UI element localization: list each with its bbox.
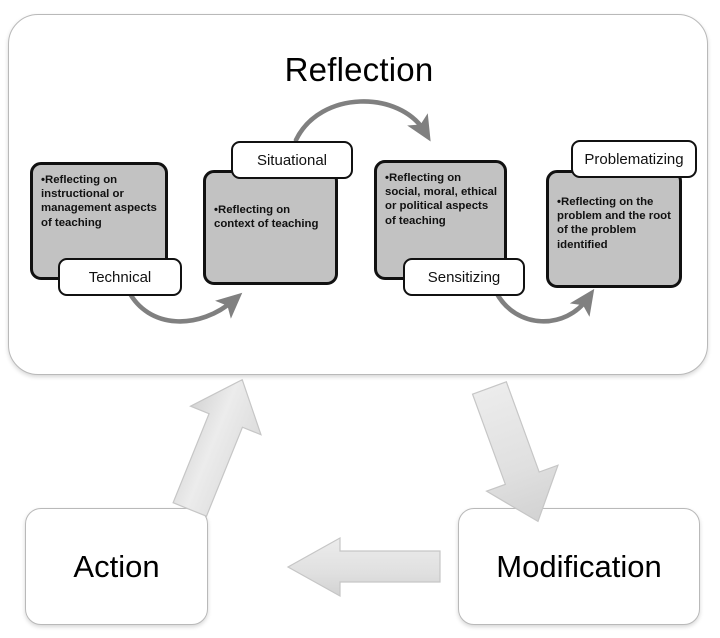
stage-label-sensitizing[interactable]: Sensitizing: [403, 258, 525, 296]
stage-description-situational: •Reflecting on context of teaching: [214, 204, 319, 231]
outcome-label-action: Action: [73, 548, 160, 584]
block-arrow-action-to-reflection: [172, 378, 262, 518]
stage-box-problematizing: •Reflecting on the problem and the root …: [546, 170, 682, 288]
page-title: Reflection: [284, 51, 434, 88]
stage-label-technical[interactable]: Technical: [58, 258, 182, 296]
stage-label-problematizing-text: Problematizing: [584, 150, 684, 168]
stage-label-situational-text: Situational: [256, 151, 328, 169]
stage-label-technical-text: Technical: [88, 268, 152, 286]
outcome-label-modification: Modification: [496, 548, 662, 584]
stage-box-situational: •Reflecting on context of teaching: [203, 170, 338, 285]
stage-description-problematizing: •Reflecting on the problem and the root …: [557, 196, 671, 251]
stage-label-problematizing[interactable]: Problematizing: [571, 140, 697, 178]
stage-description-sensitizing: •Reflecting on social, moral, ethical or…: [385, 172, 498, 227]
stage-label-sensitizing-text: Sensitizing: [427, 268, 501, 286]
stage-description-technical: •Reflecting on instructional or manageme…: [41, 174, 157, 229]
stage-label-situational[interactable]: Situational: [231, 141, 353, 179]
outcome-box-modification[interactable]: Modification: [458, 508, 700, 625]
block-arrow-modification-to-action: [286, 536, 441, 598]
outcome-box-action[interactable]: Action: [25, 508, 208, 625]
